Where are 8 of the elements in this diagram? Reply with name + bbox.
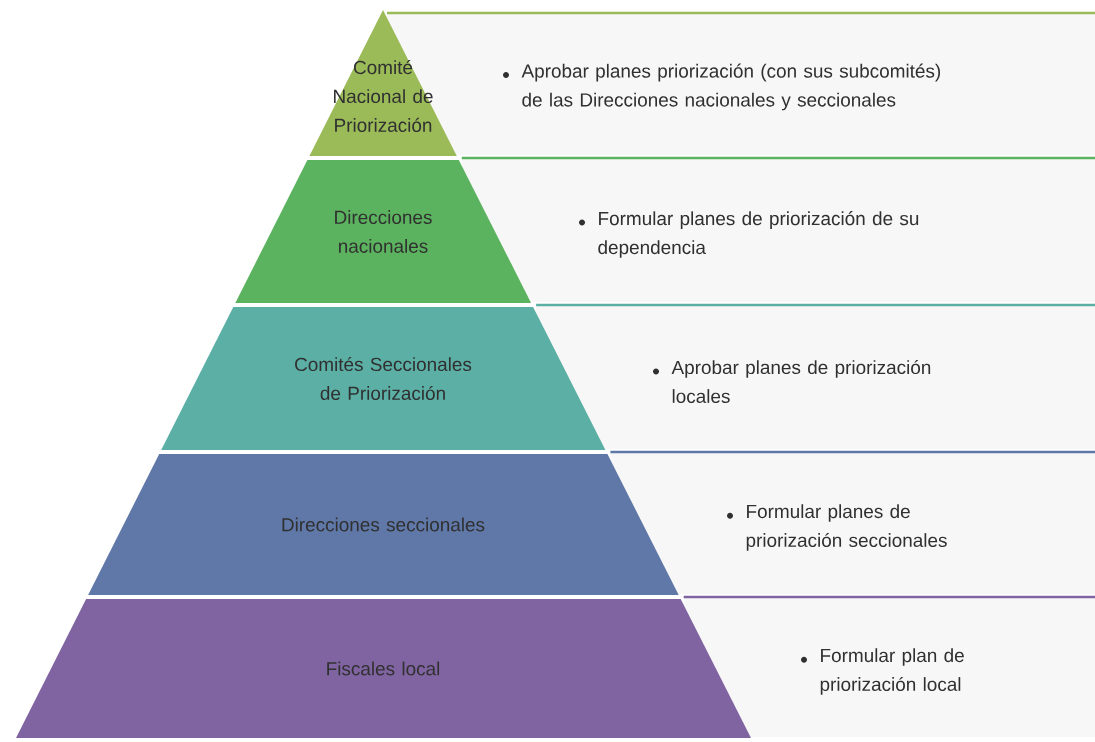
pyramid-level: Direcciones nacionales bbox=[235, 160, 532, 303]
description-panel: Formular plan de priorización local bbox=[683, 595, 1095, 737]
description-panel: Aprobar planes de priorización locales bbox=[536, 303, 1095, 449]
description-panel: Formular planes de priorización seccionales bbox=[610, 450, 1095, 594]
pyramid-level: Fiscales local bbox=[16, 599, 751, 738]
description-panel: Formular planes de priorización de su dependencia bbox=[461, 156, 1095, 302]
pyramid-level: Comités Seccionales de Priorización bbox=[161, 307, 606, 450]
pyramid-level: Direcciones seccionales bbox=[88, 454, 679, 595]
